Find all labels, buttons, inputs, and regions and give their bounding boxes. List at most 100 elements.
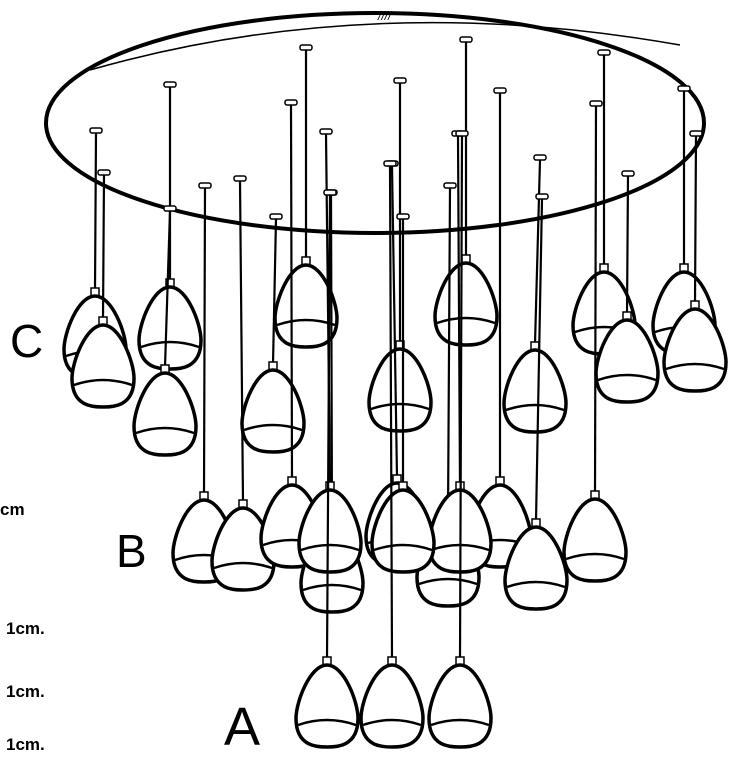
globe-band (135, 426, 195, 435)
globe-band (665, 362, 725, 371)
pendant-lamp (70, 169, 136, 409)
pendant-lamp (367, 77, 433, 433)
suspension-cord (93, 132, 98, 291)
pendant-lamp (137, 81, 203, 371)
pendant-lamp (594, 170, 660, 404)
ceiling-mount (198, 182, 212, 189)
globe-band (506, 580, 566, 589)
measurement-label-2: 1cm. (6, 619, 45, 638)
pendant-group (62, 36, 728, 749)
ceiling-mount (383, 160, 397, 167)
tier-label-c: C (10, 315, 44, 367)
tier-label-a: A (224, 697, 261, 757)
ceiling-mount (269, 213, 283, 220)
pendant-lamp (427, 130, 493, 749)
glass-globe (662, 307, 728, 393)
globe-band (213, 561, 273, 570)
tier-label-b: B (116, 525, 147, 577)
measurement-label-1: cm (0, 500, 25, 519)
globe-band (297, 718, 357, 727)
suspension-cord (625, 175, 630, 315)
globe-band (302, 583, 362, 592)
glass-globe (359, 663, 425, 749)
glass-globe (367, 347, 433, 433)
ceiling-mount (533, 154, 547, 161)
suspension-cord (163, 210, 172, 368)
suspension-cord (693, 135, 698, 304)
glass-globe (427, 663, 493, 749)
ceiling-mount (233, 175, 247, 182)
suspension-cord (534, 198, 544, 522)
ceiling-mount (393, 77, 407, 84)
globe-band (73, 378, 133, 387)
pendant-lamp (571, 49, 637, 356)
suspension-cord (202, 187, 207, 495)
ceiling-mount (163, 81, 177, 88)
suspension-cord (325, 194, 332, 660)
ceiling-mount (459, 36, 473, 43)
globe-band (505, 403, 565, 412)
ceiling-mount (97, 169, 111, 176)
globe-band (243, 423, 303, 432)
pendant-lamp (562, 100, 628, 583)
pendant-lamp (359, 160, 425, 749)
ceiling-mount (621, 170, 635, 177)
ceiling-mount (589, 100, 603, 107)
canopy-plate: //// (44, 9, 706, 235)
glass-globe (297, 488, 363, 574)
globe-band (418, 577, 478, 586)
ceiling-mount (455, 130, 469, 137)
suspension-cord (458, 135, 464, 660)
globe-band (436, 316, 496, 325)
ceiling-mount (689, 130, 703, 137)
suspension-cord (271, 218, 278, 365)
ceiling-mount (284, 99, 298, 106)
globe-band (362, 718, 422, 727)
globe-band (373, 543, 433, 552)
canopy-mark: //// (377, 9, 393, 23)
suspension-cord (456, 135, 462, 485)
pendant-lamp (662, 130, 728, 393)
ceiling-mount (535, 193, 549, 200)
glass-globe (137, 285, 203, 371)
canopy-rim-line (89, 21, 681, 71)
globe-band (430, 718, 490, 727)
ceiling-mount (163, 205, 177, 212)
suspension-cord (593, 105, 598, 494)
globe-band (565, 552, 625, 561)
glass-globe (594, 318, 660, 404)
glass-globe (132, 371, 198, 457)
pendant-lamp (503, 193, 569, 611)
pendant-lamp (370, 213, 436, 574)
ceiling-mount (319, 128, 333, 135)
glass-globe (433, 261, 499, 347)
ceiling-mount (89, 127, 103, 134)
suspension-cord (533, 159, 542, 345)
measurement-label-3: 1cm. (6, 682, 45, 701)
glass-globe (562, 497, 628, 583)
glass-globe (502, 348, 568, 434)
pendant-lamp (502, 154, 568, 434)
suspension-cord (238, 180, 245, 503)
glass-globe (370, 488, 436, 574)
suspension-cord (390, 165, 399, 478)
globe-band (597, 373, 657, 382)
globe-band (140, 340, 200, 349)
globe-band (370, 402, 430, 411)
ceiling-mount (396, 213, 410, 220)
ceiling-mount (677, 85, 691, 92)
pendant-lamp (294, 189, 360, 749)
suspension-cord (101, 174, 106, 320)
pendant-lamp (433, 36, 499, 347)
glass-globe (240, 368, 306, 454)
suspension-cord (388, 165, 394, 660)
measurement-label-4: 1cm. (6, 735, 45, 754)
ceiling-mount (443, 182, 457, 189)
suspension-cord (329, 194, 334, 525)
ceiling-mount (299, 44, 313, 51)
pendant-lamp (132, 205, 198, 457)
pendant-lamp (240, 213, 306, 454)
glass-globe (294, 663, 360, 749)
suspension-cord (446, 187, 452, 519)
